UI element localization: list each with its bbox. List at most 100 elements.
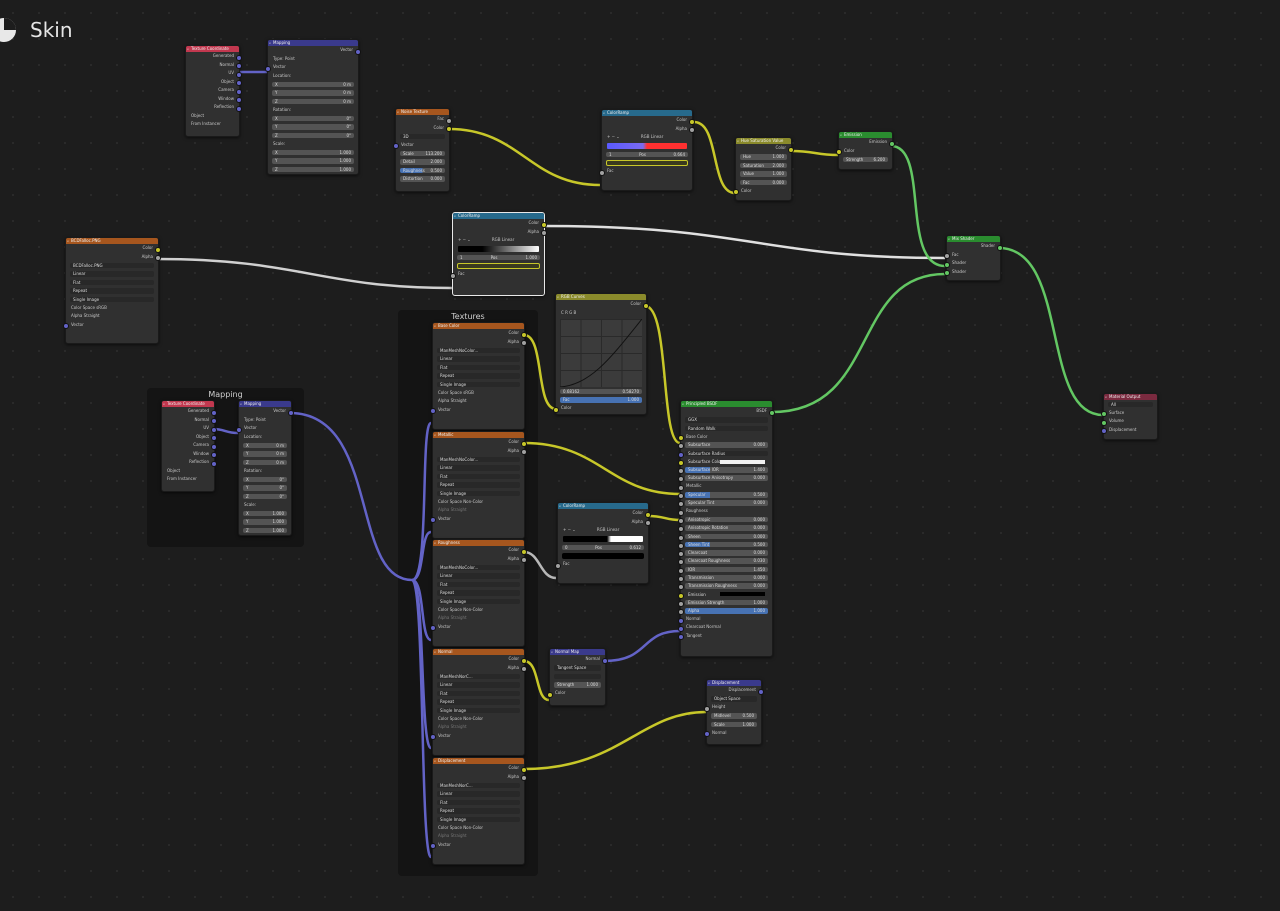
interpolation-dropdown[interactable]: Linear	[433, 464, 524, 473]
projection-dropdown[interactable]: Flat	[66, 278, 158, 287]
ramp-toolbar[interactable]: + − ⌄ RGB Linear	[563, 527, 620, 532]
node-tex-base-color[interactable]: Base Color Color Alpha ManMeshNoColor...…	[430, 322, 527, 430]
source-dropdown[interactable]: Single Image	[433, 815, 524, 824]
source-dropdown[interactable]: Single Image	[433, 380, 524, 389]
node-header[interactable]: ColorRamp	[602, 110, 692, 116]
node-tex-metallic[interactable]: Metallic Color Alpha ManMeshNoColor... L…	[430, 431, 527, 539]
type-dropdown[interactable]: Type: Point	[273, 55, 295, 61]
node-header[interactable]: Emission	[839, 132, 892, 138]
source-dropdown[interactable]: Single Image	[66, 295, 158, 304]
image-selector[interactable]: ManMeshNoColor...	[433, 346, 524, 355]
projection-dropdown[interactable]: Flat	[433, 580, 524, 589]
ramp-toolbar[interactable]: + − ⌄ RGB Linear	[607, 134, 664, 139]
node-header[interactable]: BCDFalloc.PNG	[66, 238, 158, 244]
node-header[interactable]: RGB Curves	[556, 294, 646, 300]
type-dropdown[interactable]: Type: Point	[244, 416, 266, 422]
projection-dropdown[interactable]: Flat	[433, 363, 524, 372]
curve-graph[interactable]	[556, 317, 646, 387]
node-texture-coordinate-2[interactable]: Texture Coordinate Generated Normal UV O…	[161, 400, 217, 492]
extension-dropdown[interactable]: Repeat	[433, 372, 524, 381]
node-mapping-2[interactable]: Mapping Vector Type: Point Vector Locati…	[236, 400, 294, 536]
projection-dropdown[interactable]: Flat	[433, 689, 524, 698]
ramp-gradient[interactable]	[453, 245, 544, 254]
alpha-dropdown[interactable]: Alpha Straight	[71, 313, 100, 318]
node-image-bcdfalloc[interactable]: BCDFalloc.PNG Color Alpha BCDFalloc.PNG …	[63, 237, 161, 344]
node-normal-map[interactable]: Normal Map Normal Tangent Space Strength…	[547, 648, 608, 706]
node-tex-displacement[interactable]: Displacement Color Alpha ManMeshNorC... …	[430, 757, 527, 865]
curve-channel-tabs[interactable]: C R G B	[561, 309, 577, 315]
alpha-dropdown[interactable]: Alpha Straight	[438, 398, 467, 403]
image-selector[interactable]: ManMeshNoColor...	[433, 455, 524, 464]
node-header[interactable]: Base Color	[433, 323, 524, 329]
node-header[interactable]: Mix Shader	[947, 236, 1000, 242]
colorspace-dropdown[interactable]: Color Space Non-Color	[438, 606, 484, 612]
add-stop-icon[interactable]: + − ⌄	[607, 134, 620, 139]
interpolation-dropdown[interactable]: Linear	[433, 681, 524, 690]
source-dropdown[interactable]: Single Image	[433, 489, 524, 498]
node-mapping-1[interactable]: Mapping Vector Type: Point Vector Locati…	[265, 39, 361, 175]
subsurface-method-dropdown[interactable]: Random Walk	[681, 424, 772, 433]
node-displacement[interactable]: Displacement Displacement Object Space H…	[704, 679, 764, 745]
node-header[interactable]: Displacement	[707, 680, 761, 686]
node-header[interactable]: ColorRamp	[558, 503, 648, 509]
node-header[interactable]: Noise Texture	[396, 109, 449, 115]
interpolation-dropdown[interactable]: Linear	[433, 790, 524, 799]
node-material-output[interactable]: Material Output All Surface Volume Displ…	[1101, 393, 1158, 440]
node-rgb-curves[interactable]: RGB Curves Color C R G B 0.681620.58270 …	[553, 293, 649, 415]
colorspace-dropdown[interactable]: Color Space Non-Color	[438, 824, 484, 830]
node-header[interactable]: Mapping	[239, 401, 291, 407]
image-selector[interactable]: ManMeshNoColor...	[433, 563, 524, 572]
interpolation-dropdown[interactable]: Linear	[433, 572, 524, 581]
source-dropdown[interactable]: Single Image	[433, 597, 524, 606]
node-header[interactable]: Material Output	[1104, 394, 1157, 400]
extension-dropdown[interactable]: Repeat	[433, 481, 524, 490]
node-tex-roughness[interactable]: Roughness Color Alpha ManMeshNoColor... …	[430, 539, 527, 647]
from-instancer-checkbox[interactable]: From Instancer	[191, 121, 221, 126]
projection-dropdown[interactable]: Flat	[433, 472, 524, 481]
ramp-gradient[interactable]	[558, 535, 648, 544]
node-colorramp-3[interactable]: ColorRamp Color Alpha + − ⌄ RGB Linear 0…	[555, 502, 651, 584]
colorspace-dropdown[interactable]: Color Space sRGB	[438, 389, 474, 395]
bsdf-input-subsurface-colo[interactable]: Subsurface Colo	[678, 457, 772, 466]
source-dropdown[interactable]: Single Image	[433, 706, 524, 715]
colorspace-dropdown[interactable]: Color Space Non-Color	[438, 498, 484, 504]
interpolation-dropdown[interactable]: Linear	[433, 355, 524, 364]
object-field[interactable]: Object	[167, 467, 181, 473]
node-principled-bsdf[interactable]: Principled BSDF BSDF GGX Random Walk Bas…	[678, 400, 775, 657]
node-texture-coordinate-1[interactable]: Texture Coordinate Generated Normal UV O…	[185, 45, 242, 137]
image-selector[interactable]: ManMeshNorC...	[433, 781, 524, 790]
space-dropdown[interactable]: Tangent Space	[550, 664, 605, 673]
distribution-dropdown[interactable]: GGX	[681, 416, 772, 425]
